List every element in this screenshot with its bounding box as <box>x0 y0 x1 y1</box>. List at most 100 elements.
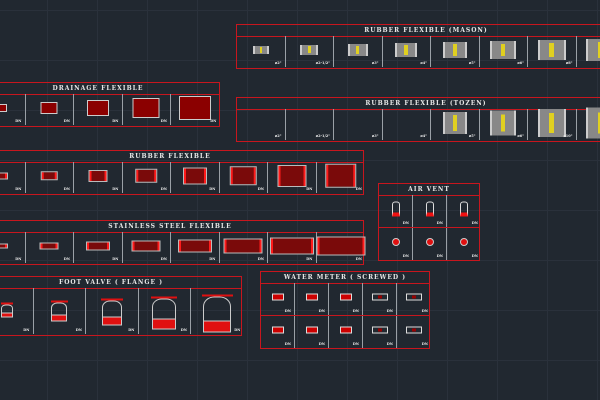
symbol-cell[interactable]: DN <box>413 228 447 260</box>
size-label: DN <box>63 257 70 261</box>
symbol-cell[interactable]: DN <box>139 288 191 334</box>
fitting-symbol-icon <box>406 326 422 334</box>
fitting-symbol-icon <box>490 40 517 59</box>
symbol-row: ø2" ø2-1/2" ø3" ø4"ø5"ø6" ø8" <box>237 36 600 67</box>
symbol-cell[interactable]: DN <box>447 195 481 227</box>
symbol-cell[interactable]: DN <box>261 316 295 348</box>
fitting-symbol-icon <box>0 302 13 318</box>
symbol-cell[interactable]: ø2" <box>237 109 286 140</box>
symbol-cell[interactable]: ø4" <box>383 109 431 140</box>
symbol-cell[interactable]: DN <box>329 316 363 348</box>
size-label: DN <box>209 187 216 191</box>
fitting-symbol-icon <box>39 242 59 250</box>
symbol-cell[interactable]: ø6" <box>480 36 528 67</box>
panel-title: WATER METER ( SCREWED ) <box>261 272 429 284</box>
symbol-cell[interactable]: DN <box>26 232 74 263</box>
size-label: DN <box>23 328 30 332</box>
symbol-cell[interactable]: ø5" <box>431 109 480 140</box>
symbol-cell[interactable]: DN <box>268 162 317 193</box>
size-label: DN <box>436 221 443 225</box>
symbol-cell[interactable]: ø8" <box>528 36 577 67</box>
fitting-symbol-icon <box>277 164 307 187</box>
size-label: DN <box>160 119 167 123</box>
fitting-symbol-icon <box>182 167 207 185</box>
size-label: ø8" <box>565 61 573 65</box>
fitting-symbol-icon <box>86 99 109 116</box>
size-label: ø2" <box>274 134 282 138</box>
symbol-cell[interactable]: ø3" <box>334 109 383 140</box>
symbol-cell[interactable]: DN <box>26 162 74 193</box>
symbol-cell[interactable]: DN <box>317 162 366 193</box>
symbol-cell[interactable]: DN <box>171 232 220 263</box>
symbol-cell[interactable]: DN <box>413 195 447 227</box>
fitting-symbol-icon <box>425 201 434 217</box>
size-label: ø2-1/2" <box>315 134 330 138</box>
symbol-cell[interactable]: DN <box>123 94 171 125</box>
size-label: DN <box>284 309 291 313</box>
symbol-cell[interactable]: ø2" <box>237 36 286 67</box>
symbol-cell[interactable]: ø2-1/2" <box>286 109 334 140</box>
symbol-cell[interactable]: DN <box>363 283 397 315</box>
symbol-cell[interactable]: ø5" <box>431 36 480 67</box>
fitting-symbol-icon <box>252 45 269 54</box>
symbol-cell[interactable]: DN <box>397 283 431 315</box>
size-label: ø2" <box>274 61 282 65</box>
symbol-cell[interactable]: DN <box>74 94 123 125</box>
symbol-cell[interactable]: DN <box>316 232 366 263</box>
symbol-cell[interactable] <box>577 107 600 140</box>
symbol-cell[interactable]: DN <box>268 232 317 263</box>
symbol-cell[interactable]: DN <box>397 316 431 348</box>
symbol-cell[interactable]: DN <box>379 195 413 227</box>
size-label: DN <box>436 254 443 258</box>
fitting-symbol-icon <box>460 201 468 217</box>
symbol-cell[interactable]: DN <box>363 316 397 348</box>
size-label: DN <box>15 257 22 261</box>
symbol-cell[interactable]: DN <box>123 162 171 193</box>
symbol-cell[interactable]: ø2-1/2" <box>286 36 334 67</box>
symbol-row: DN DN DN <box>379 195 479 227</box>
symbol-cell[interactable]: DN <box>329 283 363 315</box>
symbol-cell[interactable]: DN <box>74 162 123 193</box>
symbol-cell[interactable]: ø4" <box>383 36 431 67</box>
size-label: DN <box>180 328 187 332</box>
symbol-cell[interactable]: DN <box>0 288 34 334</box>
symbol-cell[interactable]: DN <box>171 94 220 125</box>
size-label: DN <box>306 257 313 261</box>
symbol-cell[interactable]: DN <box>447 228 481 260</box>
fitting-symbol-icon <box>406 293 422 301</box>
fitting-symbol-icon <box>442 41 467 58</box>
size-label: DN <box>421 309 428 313</box>
symbol-cell[interactable]: DN <box>74 232 123 263</box>
symbol-cell[interactable]: DN <box>171 162 220 193</box>
fitting-symbol-icon <box>177 239 212 253</box>
symbol-cell[interactable]: DN <box>86 288 139 334</box>
fitting-symbol-icon <box>339 293 352 301</box>
fitting-symbol-icon <box>135 168 157 184</box>
symbol-cell[interactable]: DN <box>0 232 26 263</box>
symbol-cell[interactable]: DN <box>0 162 26 193</box>
symbol-cell[interactable]: DN <box>123 232 171 263</box>
size-label: ø3" <box>371 61 379 65</box>
symbol-cell[interactable]: ø6" <box>480 109 528 140</box>
symbol-cell[interactable]: DN <box>220 162 268 193</box>
size-label: DN <box>352 342 359 346</box>
symbol-cell[interactable]: DN <box>379 228 413 260</box>
symbol-cell[interactable]: DN <box>34 288 86 334</box>
symbol-cell[interactable]: ø10" <box>528 108 577 140</box>
symbol-cell[interactable]: DN <box>295 316 329 348</box>
symbol-cell[interactable]: DN <box>0 94 26 125</box>
size-label: DN <box>318 342 325 346</box>
symbol-cell[interactable]: DN <box>220 232 268 263</box>
symbol-cell[interactable]: DN <box>261 283 295 315</box>
symbol-cell[interactable]: ø3" <box>334 36 383 67</box>
size-label: DN <box>128 328 135 332</box>
symbol-cell[interactable]: DN <box>26 94 74 125</box>
symbol-cell[interactable]: DN <box>295 283 329 315</box>
symbol-cell[interactable] <box>577 36 600 67</box>
fitting-symbol-icon <box>269 237 314 255</box>
symbol-cell[interactable]: DN <box>191 288 244 334</box>
size-label: DN <box>318 309 325 313</box>
